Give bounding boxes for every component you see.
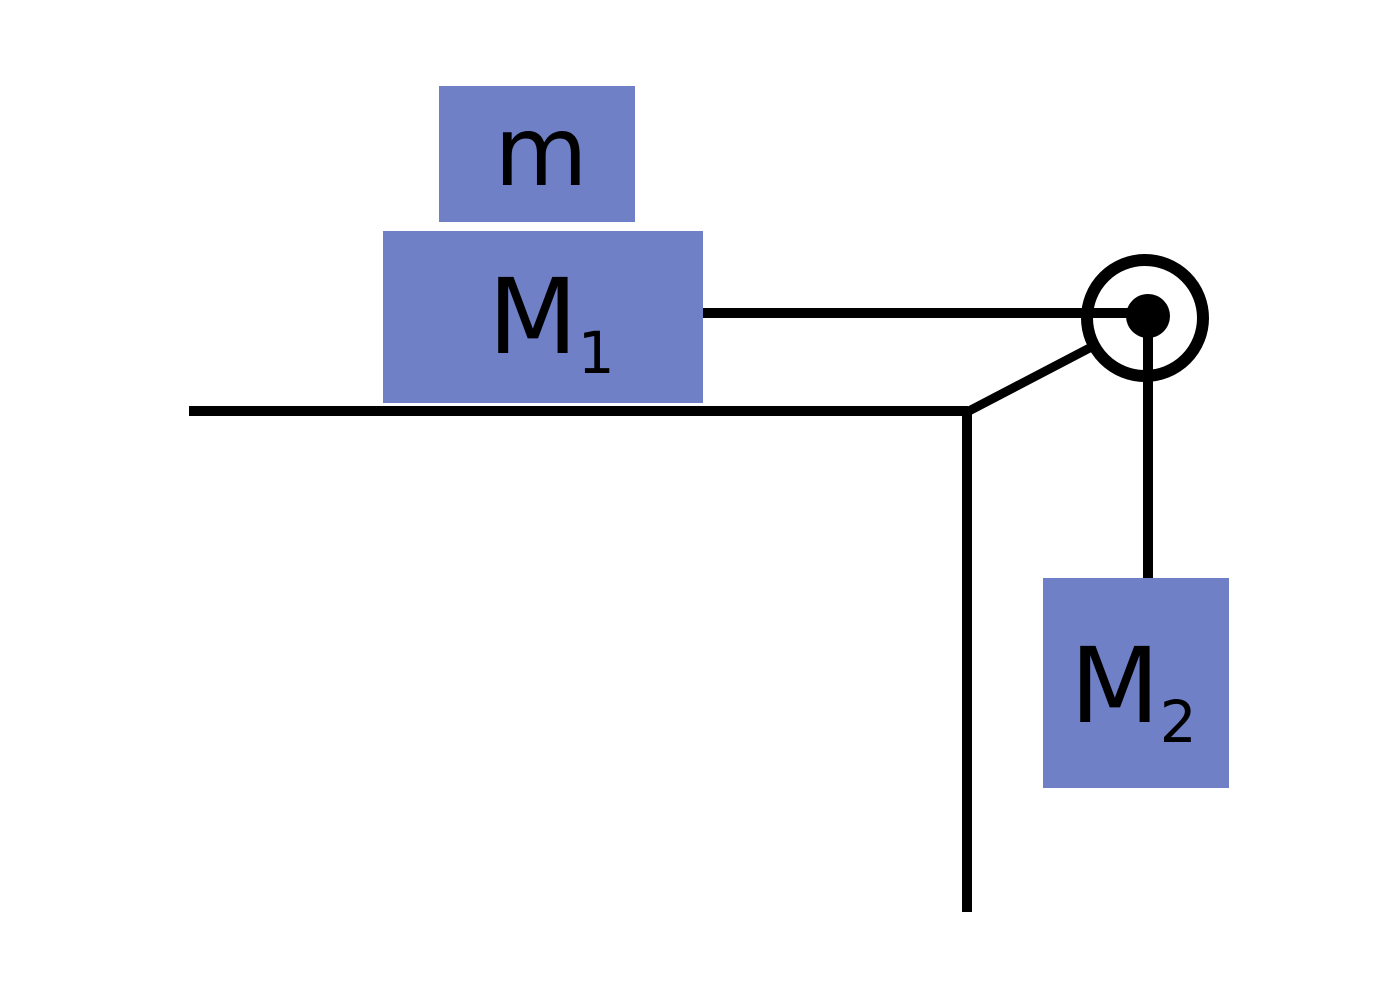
block-mass-two-symbol: M — [1070, 625, 1160, 747]
block-mass-two-label: M2 — [1070, 625, 1197, 756]
block-mass-one-label: M1 — [488, 256, 615, 387]
block-small-mass: m — [439, 86, 635, 222]
block-mass-two: M2 — [1043, 578, 1229, 788]
block-mass-two-body — [1043, 578, 1229, 788]
block-small-mass-label: m — [494, 96, 588, 208]
block-mass-one-subscript: 1 — [578, 319, 615, 387]
block-mass-two-subscript: 2 — [1160, 688, 1197, 756]
block-mass-one-body — [383, 231, 703, 403]
block-small-mass-body — [439, 86, 635, 222]
block-mass-one: M1 — [383, 231, 703, 403]
block-mass-one-symbol: M — [488, 256, 578, 378]
